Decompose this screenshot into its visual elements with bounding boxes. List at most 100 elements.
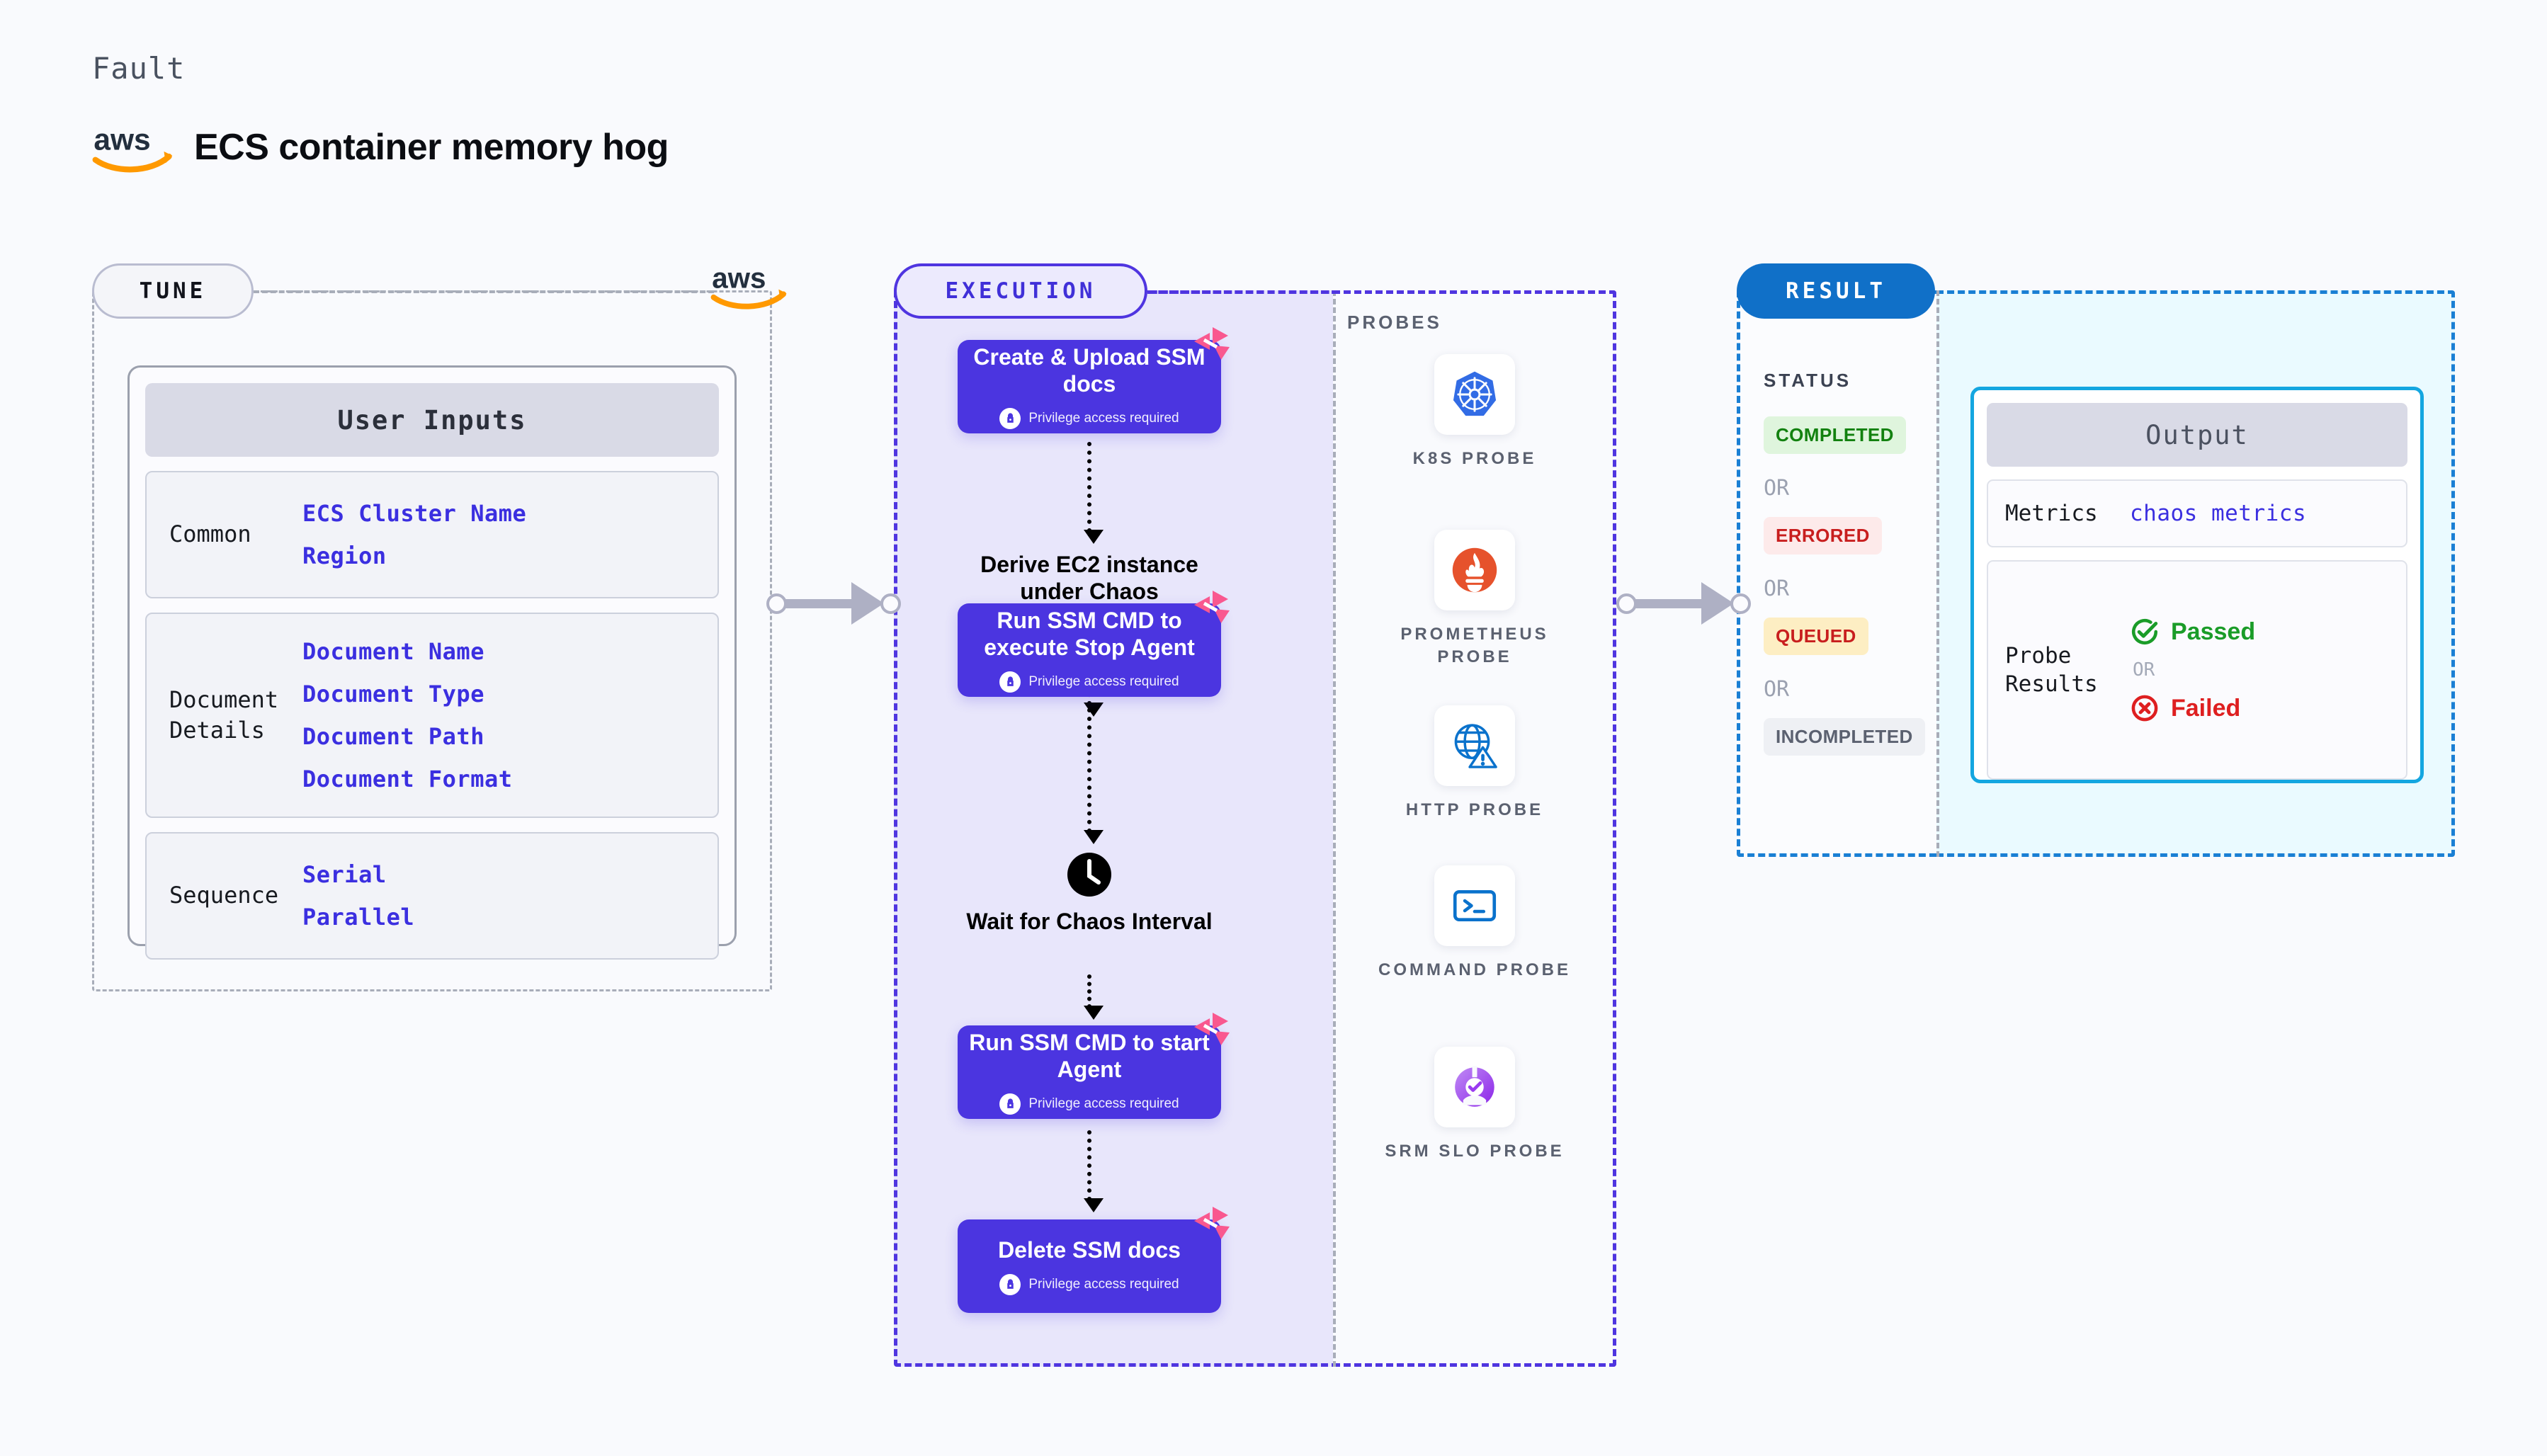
terminal-icon: [1434, 865, 1515, 946]
or-label: OR: [1764, 576, 1790, 601]
input-value[interactable]: Parallel: [302, 904, 415, 931]
execution-badge: EXECUTION: [894, 263, 1147, 319]
execution-node-title: Delete SSM docs: [998, 1237, 1181, 1263]
privilege-note: Privilege access required: [999, 1273, 1179, 1295]
lock-icon: [999, 1093, 1021, 1115]
flow-connector: [1084, 442, 1104, 544]
input-value[interactable]: Document Type: [302, 681, 484, 707]
execution-node-title: Create & Upload SSM docs: [973, 344, 1206, 397]
connector-line: [776, 599, 868, 608]
clock-icon: [1066, 851, 1113, 898]
litmus-icon: [1191, 1011, 1232, 1047]
output-metrics-value[interactable]: chaos metrics: [2130, 501, 2307, 526]
page-title: ECS container memory hog: [194, 127, 669, 168]
lock-icon: [999, 671, 1021, 693]
connector-line: [1626, 599, 1718, 608]
privilege-note-text: Privilege access required: [1028, 673, 1179, 689]
input-value[interactable]: ECS Cluster Name: [302, 500, 527, 527]
user-inputs-card: User Inputs Common ECS Cluster Name Regi…: [127, 365, 737, 960]
prometheus-icon: [1434, 530, 1515, 610]
arrowhead-icon: [1701, 582, 1734, 625]
input-group-label: Common: [169, 521, 251, 548]
privilege-note-text: Privilege access required: [1028, 410, 1179, 426]
privilege-note-text: Privilege access required: [1028, 1276, 1179, 1292]
probe-result-failed-text: Failed: [2171, 694, 2241, 722]
svg-text:aws: aws: [93, 124, 150, 157]
input-value[interactable]: Serial: [302, 861, 387, 888]
probe-item-srm-slo[interactable]: SRM SLO PROBE: [1375, 1047, 1574, 1163]
probe-label: SRM SLO PROBE: [1385, 1142, 1565, 1161]
probe-label: HTTP PROBE: [1405, 800, 1544, 819]
execution-node[interactable]: Delete SSM docs Privilege access require…: [958, 1207, 1230, 1313]
probe-label: K8S PROBE: [1412, 449, 1537, 468]
probes-section-label: PROBES: [1347, 312, 1442, 333]
input-group-common: Common ECS Cluster Name Region: [145, 471, 719, 598]
status-badge-errored: ERRORED: [1764, 517, 1882, 554]
privilege-note: Privilege access required: [999, 1093, 1179, 1115]
execution-step-wait: Wait for Chaos Interval: [966, 909, 1213, 934]
flow-connector: [1084, 974, 1104, 1020]
execution-node[interactable]: Create & Upload SSM docs Privilege acces…: [958, 327, 1230, 433]
tune-dash-connector: [254, 290, 714, 293]
probe-item-command[interactable]: COMMAND PROBE: [1375, 865, 1574, 982]
user-inputs-title: User Inputs: [145, 383, 719, 457]
output-metrics-label: Metrics: [2005, 500, 2098, 526]
litmus-icon: [1191, 326, 1232, 361]
http-globe-icon: [1434, 705, 1515, 786]
result-status-panel: [1737, 290, 1936, 857]
status-badge-queued: QUEUED: [1764, 618, 1868, 655]
status-badge-incompleted: INCOMPLETED: [1764, 718, 1925, 756]
page-title-row: aws ECS container memory hog: [92, 120, 669, 174]
lock-icon: [999, 407, 1021, 429]
execution-node-title: Run SSM CMD to start Agent: [969, 1030, 1210, 1082]
litmus-icon: [1191, 589, 1232, 625]
execution-step-derive: Derive EC2 instance under Chaos: [980, 552, 1198, 605]
or-label: OR: [1764, 677, 1790, 702]
execution-node[interactable]: Run SSM CMD to execute Stop Agent Privil…: [958, 591, 1230, 697]
probe-item-prometheus[interactable]: PROMETHEUS PROBE: [1375, 530, 1574, 669]
connector-endpoint-right: [1730, 593, 1751, 614]
or-label: OR: [1764, 476, 1790, 501]
arrowhead-icon: [851, 582, 884, 625]
probe-item-http[interactable]: HTTP PROBE: [1375, 705, 1574, 821]
privilege-note: Privilege access required: [999, 671, 1179, 693]
or-label: OR: [2133, 659, 2155, 681]
probe-result-passed: Passed: [2130, 617, 2255, 647]
probe-result-failed: Failed: [2130, 693, 2255, 723]
probe-result-passed-text: Passed: [2171, 618, 2256, 645]
connector-execution-to-result: [1616, 582, 1751, 625]
input-value[interactable]: Document Path: [302, 723, 484, 750]
input-value[interactable]: Document Format: [302, 766, 513, 792]
kubernetes-icon: [1434, 354, 1515, 435]
tune-badge: TUNE: [92, 263, 254, 319]
probe-label: COMMAND PROBE: [1378, 960, 1571, 979]
connector-tune-to-execution: [766, 582, 901, 625]
input-value[interactable]: Region: [302, 542, 387, 569]
status-section-label: STATUS: [1764, 370, 1852, 391]
tune-aws-logo-icon: aws: [710, 260, 790, 311]
status-badge-completed: COMPLETED: [1764, 416, 1906, 454]
input-group-label: Sequence: [169, 882, 279, 909]
aws-logo-icon: aws: [92, 120, 176, 174]
probe-label: PROMETHEUS PROBE: [1400, 625, 1549, 667]
probe-item-k8s[interactable]: K8S PROBE: [1375, 354, 1574, 470]
connector-endpoint-right: [880, 593, 901, 614]
svg-text:aws: aws: [712, 261, 766, 294]
execution-dash-connector: [1147, 290, 1340, 294]
input-value[interactable]: Document Name: [302, 638, 484, 665]
connector-endpoint-left: [766, 593, 787, 614]
execution-node-title: Run SSM CMD to execute Stop Agent: [984, 608, 1195, 660]
privilege-note: Privilege access required: [999, 407, 1179, 429]
connector-endpoint-left: [1616, 593, 1637, 614]
x-circle-icon: [2130, 693, 2160, 723]
srm-slo-icon: [1434, 1047, 1515, 1127]
result-divider: [1936, 290, 1939, 857]
execution-node[interactable]: Run SSM CMD to start Agent Privilege acc…: [958, 1013, 1230, 1119]
output-row-metrics: Metrics chaos metrics: [1987, 479, 2407, 547]
